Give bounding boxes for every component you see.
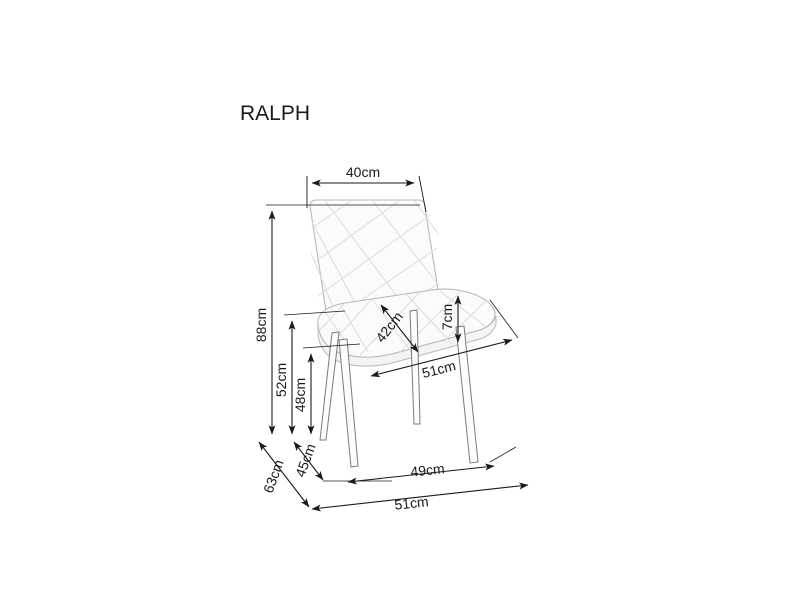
dimension-label-overall-width: 51cm [394,493,430,512]
dimension-label-seat-height: 48cm [292,378,308,412]
dimension-label-seat-back-height: 52cm [273,363,289,397]
dimension-label-seat-width: 51cm [420,357,457,381]
dimension-backrest-width: 40cm [306,164,427,213]
dimension-label-depth-diagonal: 45cm [292,441,319,479]
leg-back-left [319,331,340,441]
dimension-label-backrest-width: 40cm [346,164,380,180]
dimension-seat-height: 48cm [292,343,361,435]
dimension-label-leg-span-front: 49cm [410,460,446,479]
dimension-total-height: 88cm [253,204,420,435]
dimension-cushion-thickness: 7cm [439,295,462,343]
dimension-seat-back-height: 52cm [273,310,346,435]
dimension-overall-width: 51cm [311,482,529,513]
dimension-label-cushion-thickness: 7cm [439,304,455,330]
dimension-leg-span-front: 49cm [347,446,517,485]
dimension-label-total-height: 88cm [253,308,269,342]
dimension-depth-diagonal: 45cm [292,441,392,482]
dimension-label-overall-depth: 63cm [260,457,287,495]
page-title: RALPH [240,102,310,125]
leg-front-right [455,325,479,464]
